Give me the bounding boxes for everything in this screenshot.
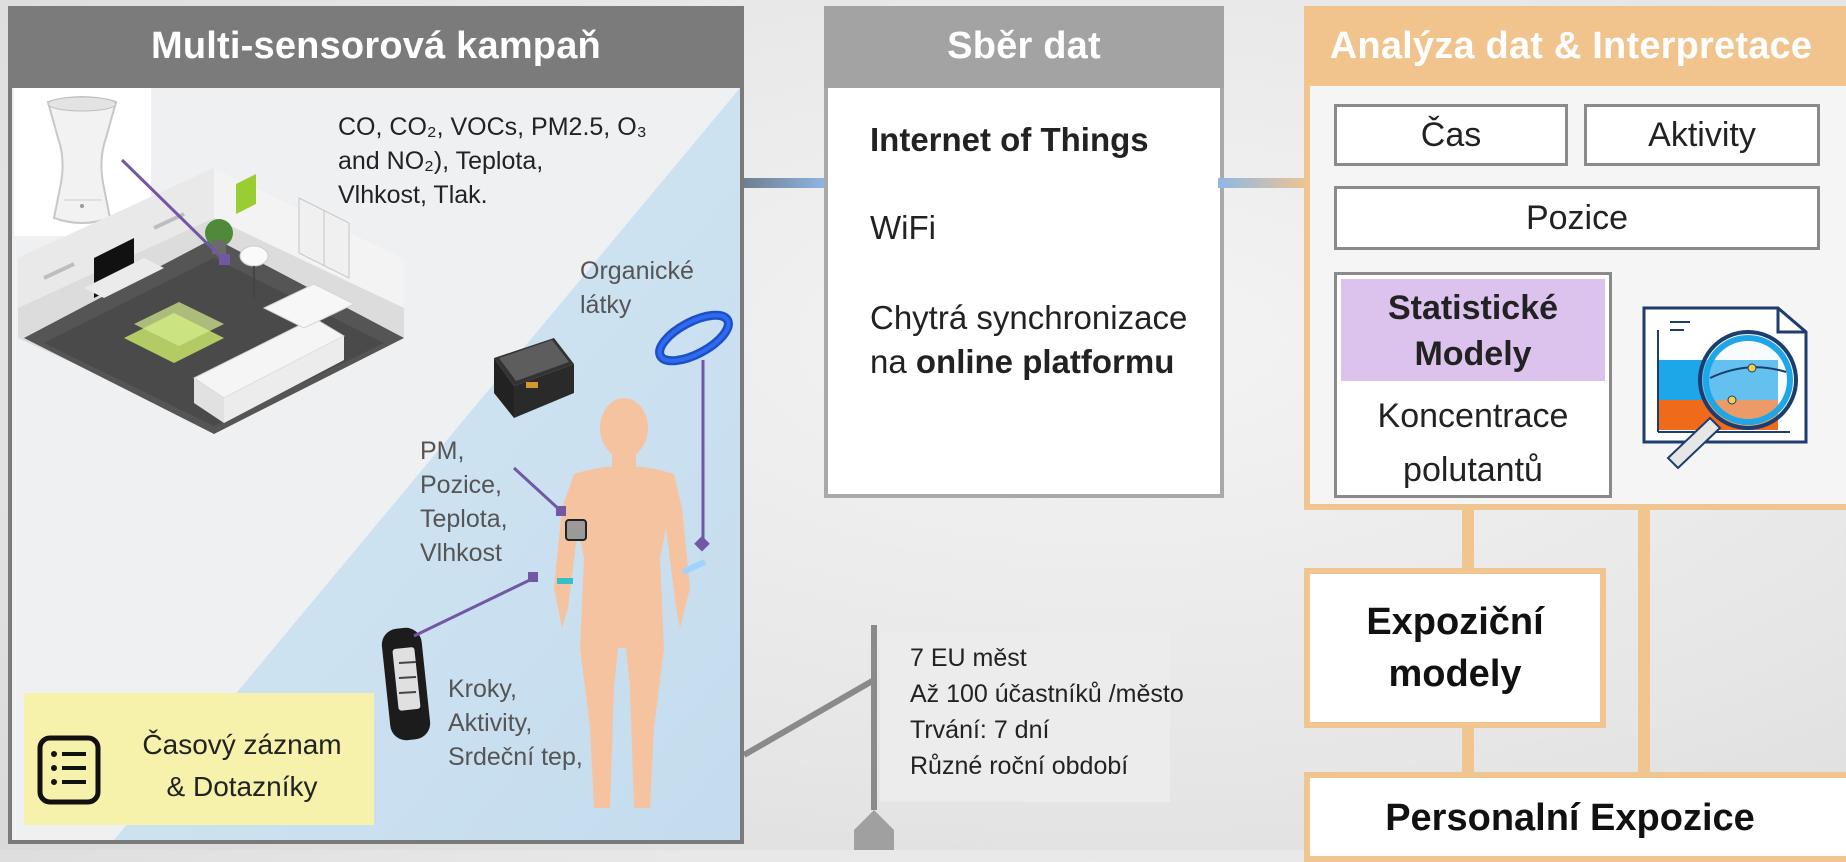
exposure-models-line-1: Expoziční (1366, 601, 1544, 643)
campaign-illustration: CO, CO₂, VOCs, PM2.5, O₃ and NO₂), Teplo… (14, 88, 740, 840)
statistical-model-box: Statistické Modely Koncentrace polutantů (1334, 272, 1612, 498)
concentration-line-1: Koncentrace (1377, 397, 1569, 435)
sync-line-1: Chytrá synchronizace (870, 299, 1188, 336)
stat-models-line-1: Statistické (1387, 289, 1559, 327)
pm-connector-marker (556, 506, 566, 516)
watch-label-line-3: Srdeční tep, (448, 743, 583, 771)
human-body-illustration (554, 398, 690, 808)
stat-models-line-2: Modely (1414, 335, 1532, 373)
organic-label-line-2: látky (580, 291, 632, 319)
sync-text: Chytrá synchronizace na online platformu (870, 296, 1187, 384)
organic-label-line-1: Organické (580, 257, 694, 285)
sensor-list-line-3: Vlhkost, Tlak. (338, 181, 488, 209)
personal-exposure-box: Personalní Expozice (1304, 772, 1846, 862)
smartwatch-icon (381, 627, 431, 741)
time-box: Čas (1334, 104, 1568, 166)
connector-campaign-collection (744, 178, 828, 188)
info-line-3: Trvání: 7 dní (910, 716, 1050, 744)
info-box (880, 632, 1170, 802)
watch-label-line-1: Kroky, (448, 675, 517, 703)
wifi-text: WiFi (870, 209, 936, 246)
watch-label-line-2: Aktivity, (448, 709, 533, 737)
campaign-title: Multi-sensorová kampaň (8, 6, 744, 88)
living-room-illustration (18, 168, 404, 434)
sync-bold: online platformu (915, 343, 1175, 380)
analysis-magnifier-icon (1642, 306, 1808, 470)
watch-label: Kroky, Aktivity, Srdeční tep, (448, 672, 583, 774)
concentration-line-2: polutantů (1403, 451, 1543, 489)
diary-label: Časový záznam & Dotazníky (114, 724, 370, 808)
campaign-svg (14, 88, 740, 840)
info-line-4: Různé roční období (910, 752, 1129, 780)
iot-text: Internet of Things (870, 121, 1149, 158)
info-line-2: Až 100 účastníků /město (910, 680, 1184, 708)
info-line-1: 7 EU měst (910, 644, 1027, 672)
watch-connector-line (413, 576, 535, 638)
sync-line-2: na online platformu (870, 340, 1187, 384)
wrist-band-right (681, 559, 707, 575)
watch-connector-marker (528, 572, 538, 582)
pm-label: PM, Pozice, Teplota, Vlhkost (420, 434, 508, 570)
sensor-list-line-2: and NO₂), Teplota, (338, 147, 544, 175)
info-stand-graphic (744, 625, 894, 850)
sensor-connector-line (120, 158, 226, 262)
info-text: 7 EU měst Až 100 účastníků /město Trvání… (910, 640, 1184, 784)
stat-models-label: Statistické Modely (1341, 279, 1605, 381)
connector-collection-analysis (1218, 178, 1310, 188)
connector-analysis-personal (1638, 504, 1650, 778)
pm-label-line-4: Vlhkost (420, 539, 502, 567)
activities-box: Aktivity (1584, 104, 1820, 166)
concentration-label: Koncentrace polutantů (1337, 389, 1609, 497)
diary-label-line-2: & Dotazníky (166, 771, 318, 802)
sensor-connector-marker (219, 254, 230, 265)
pm-label-line-1: PM, (420, 437, 465, 465)
analysis-title: Analýza dat & Interpretace (1304, 6, 1846, 86)
sensor-list-text: CO, CO₂, VOCs, PM2.5, O₃ and NO₂), Teplo… (338, 110, 647, 212)
pm-label-line-3: Teplota, (420, 505, 508, 533)
wrist-watch-band (557, 578, 573, 584)
organic-label: Organické látky (580, 254, 694, 322)
connector-stat-exposure (1462, 504, 1474, 570)
sensor-list-line-1: CO, CO₂, VOCs, PM2.5, O₃ (338, 113, 647, 141)
pm-connector-line (512, 466, 564, 514)
diary-label-line-1: Časový záznam (142, 729, 342, 760)
wristband-icon (655, 310, 733, 366)
pm-sensor-icon (494, 338, 574, 418)
position-box: Pozice (1334, 186, 1820, 250)
exposure-models-line-2: modely (1388, 653, 1522, 695)
collection-title: Sběr dat (824, 6, 1224, 88)
exposure-models-box: Expoziční modely (1304, 568, 1606, 728)
pm-label-line-2: Pozice, (420, 471, 502, 499)
checklist-icon (37, 735, 101, 805)
sync-prefix: na (870, 343, 916, 380)
body-sensor-icon (565, 519, 587, 541)
connector-exposure-personal (1462, 726, 1474, 778)
